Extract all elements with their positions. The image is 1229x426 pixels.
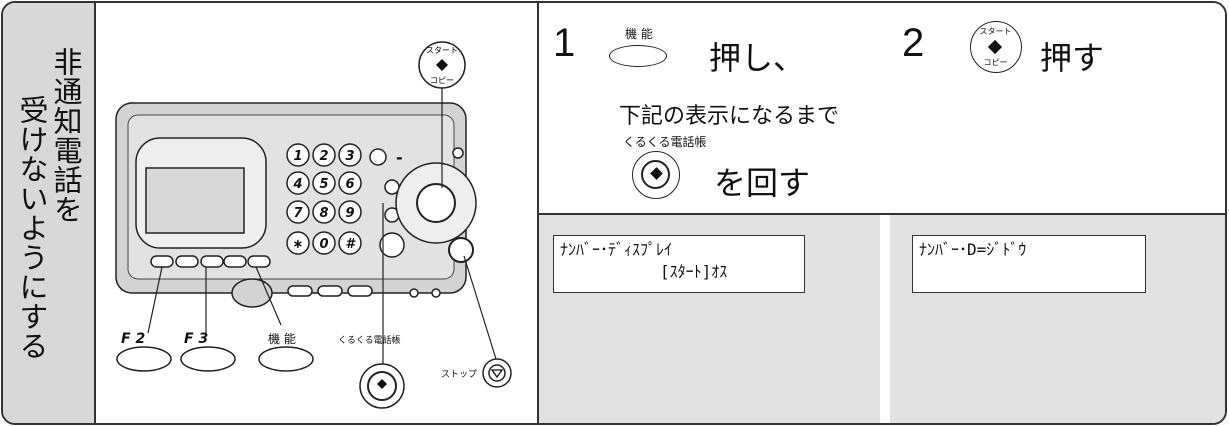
svg-text:6: 6 (345, 177, 354, 192)
jog-dial-center (416, 183, 456, 223)
key-3 (338, 143, 362, 167)
indicator-led (452, 147, 464, 159)
svg-text:4: 4 (292, 177, 302, 192)
svg-text:コピー: コピー (430, 76, 454, 85)
handset-button (231, 278, 273, 308)
f3-button (180, 346, 236, 372)
svg-text:1: 1 (293, 149, 302, 164)
key-9 (338, 200, 362, 224)
title-line-2: 受けないようにする (15, 95, 49, 361)
round-key (379, 232, 405, 258)
title-column: 非通知電話を 受けないようにする (3, 3, 96, 423)
svg-text:7: 7 (293, 206, 303, 221)
svg-text:8: 8 (319, 206, 328, 221)
svg-text:ストップ: ストップ (441, 369, 477, 380)
step-2-number: 2 (902, 21, 925, 65)
key-hash (338, 231, 362, 255)
step-1-panel: 1 機 能 押し、 下記の表示になるまで くるくる電話帳 を回す (539, 3, 880, 215)
step-2-display-area: ﾅﾝﾊﾞｰ･D=ｼﾞﾄﾞｳ (890, 215, 1225, 423)
key-asterisk (286, 231, 310, 255)
key-0 (312, 231, 336, 255)
horizontal-separator (539, 213, 1225, 215)
svg-text:2: 2 (319, 149, 328, 164)
svg-text:スタート: スタート (426, 46, 458, 55)
function-button (258, 346, 314, 372)
kurukuru-label: くるくる電話帳 (623, 135, 707, 149)
svg-text:5: 5 (319, 177, 328, 192)
svg-text:∗: ∗ (293, 237, 304, 252)
f2-button (116, 346, 172, 372)
key-6 (338, 171, 362, 195)
step-1-turn-text: を回す (714, 164, 811, 202)
svg-text:3: 3 (345, 149, 354, 164)
function-key-illustration: 機 能 (609, 25, 669, 75)
key-1 (286, 143, 310, 167)
small-key-a (369, 148, 387, 166)
step-2-panel: 2 スタート コピー 押す (880, 3, 1225, 215)
step-2-press-text: 押す (1040, 39, 1105, 77)
key-8 (312, 200, 336, 224)
lcd-display-1: ﾅﾝﾊﾞｰ･ﾃﾞｨｽﾌﾟﾚｲ [ｽﾀｰﾄ]ｵｽ (553, 235, 805, 293)
svg-text:-: - (396, 148, 403, 167)
svg-text:9: 9 (345, 206, 354, 221)
key-7 (286, 200, 310, 224)
step-1-number: 1 (553, 21, 576, 65)
title-line-1: 非通知電話を (49, 47, 83, 224)
display-screen (145, 167, 245, 234)
step-1-display-area: ﾅﾝﾊﾞｰ･ﾃﾞｨｽﾌﾟﾚｲ [ｽﾀｰﾄ]ｵｽ (539, 215, 880, 423)
svg-text:F 3: F 3 (184, 331, 208, 347)
svg-text:くるくる電話帳: くるくる電話帳 (338, 334, 401, 346)
svg-text:0: 0 (319, 237, 328, 252)
start-copy-icon: スタート コピー (970, 21, 1022, 73)
step-1-press-text: 押し、 (709, 39, 806, 77)
lcd-display-2: ﾅﾝﾊﾞｰ･D=ｼﾞﾄﾞｳ (912, 235, 1146, 293)
stop-button-device (448, 237, 474, 263)
step-1-instruction: 下記の表示になるまで (619, 104, 840, 129)
svg-text:機 能: 機 能 (268, 331, 296, 346)
key-2 (312, 143, 336, 167)
fax-device-diagram: 1 2 3 4 5 6 7 8 9 ∗ 0 # - (96, 3, 539, 423)
key-4 (286, 171, 310, 195)
key-5 (312, 171, 336, 195)
vertical-gap (880, 215, 890, 423)
svg-text:F 2: F 2 (121, 331, 145, 347)
svg-text:#: # (345, 237, 356, 252)
kurukuru-dial-icon (632, 151, 680, 199)
